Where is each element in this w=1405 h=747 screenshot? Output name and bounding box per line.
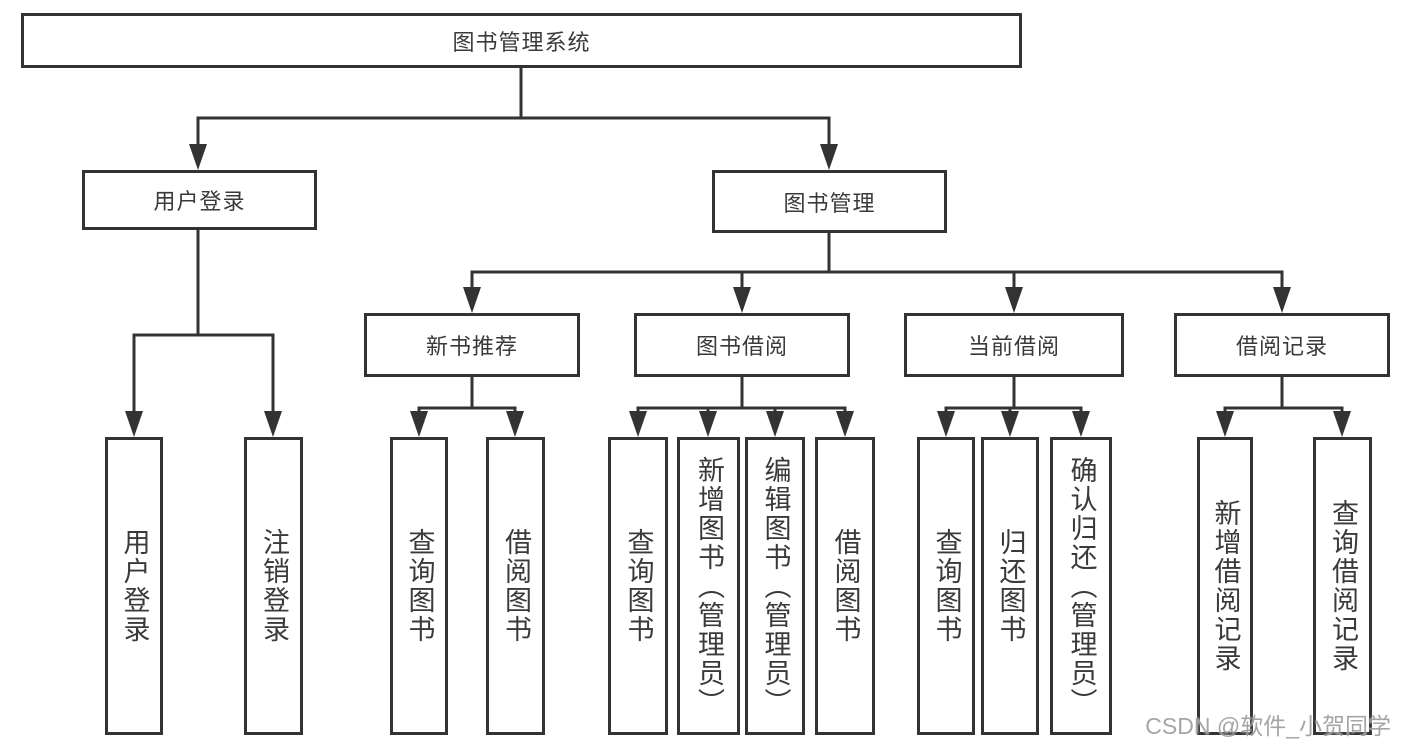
node-root-label: 图书管理系统	[452, 29, 591, 55]
node-book-borrow: 图书借阅	[634, 313, 850, 377]
leaf-cb-query-books: 查询图书	[917, 437, 975, 735]
leaf-br-add-record: 新增借阅记录	[1197, 437, 1253, 735]
leaf-bb-query-books-label: 查询图书	[623, 528, 654, 644]
leaf-cb-confirm-return-admin: 确认归还（管理员）	[1050, 437, 1112, 735]
node-user-login-label: 用户登录	[153, 189, 246, 214]
node-current-borrow: 当前借阅	[904, 313, 1124, 377]
node-user-login: 用户登录	[82, 170, 317, 230]
leaf-bb-add-books-admin-label: 新增图书（管理员）	[694, 455, 724, 717]
leaf-cb-return-books: 归还图书	[981, 437, 1039, 735]
leaf-logout-label: 注销登录	[259, 528, 289, 644]
leaf-user-login-label: 用户登录	[119, 528, 150, 644]
node-borrow-records: 借阅记录	[1174, 313, 1390, 377]
node-borrow-records-label: 借阅记录	[1235, 334, 1328, 359]
leaf-bb-borrow-books: 借阅图书	[815, 437, 875, 735]
leaf-br-query-record: 查询借阅记录	[1313, 437, 1372, 735]
leaf-nb-query-books: 查询图书	[390, 437, 448, 735]
node-book-management-label: 图书管理	[783, 190, 876, 216]
leaf-cb-query-books-label: 查询图书	[931, 528, 962, 644]
node-current-borrow-label: 当前借阅	[967, 334, 1060, 359]
leaf-cb-return-books-label: 归还图书	[995, 528, 1026, 644]
leaf-bb-borrow-books-label: 借阅图书	[830, 528, 861, 644]
leaf-br-query-record-label: 查询借阅记录	[1328, 499, 1358, 673]
node-book-borrow-label: 图书借阅	[695, 334, 788, 359]
leaf-bb-edit-books-admin: 编辑图书（管理员）	[745, 437, 805, 735]
leaf-nb-borrow-books: 借阅图书	[486, 437, 545, 735]
node-new-book-recommend-label: 新书推荐	[425, 334, 518, 359]
leaf-br-add-record-label: 新增借阅记录	[1210, 499, 1241, 673]
leaf-user-login: 用户登录	[105, 437, 163, 735]
leaf-cb-confirm-return-admin-label: 确认归还（管理员）	[1066, 455, 1097, 717]
leaf-nb-borrow-books-label: 借阅图书	[501, 528, 531, 644]
leaf-logout: 注销登录	[244, 437, 303, 735]
leaf-nb-query-books-label: 查询图书	[404, 528, 435, 644]
node-root: 图书管理系统	[21, 13, 1022, 68]
arrowheads	[125, 144, 1351, 437]
node-book-management: 图书管理	[712, 170, 947, 233]
leaf-bb-query-books: 查询图书	[608, 437, 668, 735]
csdn-watermark: CSDN @软件_小贺同学	[1145, 713, 1391, 739]
leaf-bb-edit-books-admin-label: 编辑图书（管理员）	[760, 455, 791, 717]
node-new-book-recommend: 新书推荐	[364, 313, 580, 377]
leaf-bb-add-books-admin: 新增图书（管理员）	[677, 437, 740, 735]
